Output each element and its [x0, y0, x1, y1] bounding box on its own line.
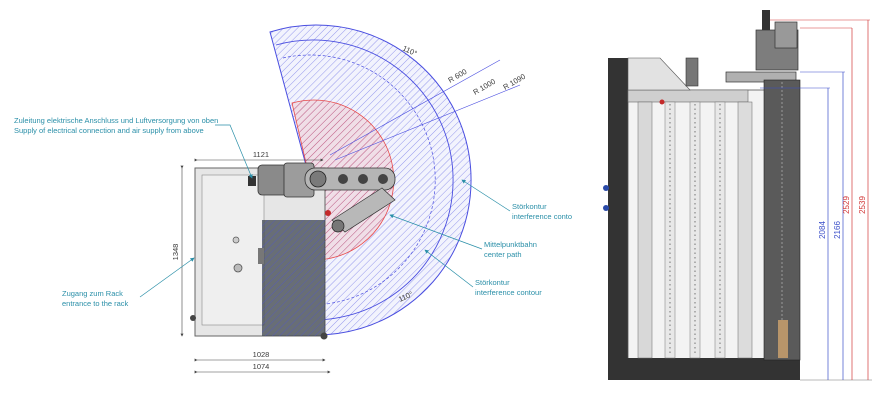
annotation-interference-1-en: interference conto [512, 212, 572, 221]
rack-columns [637, 101, 753, 359]
dim-label-h3: 2529 [842, 196, 851, 214]
radius-label-r600: R 600 [447, 67, 469, 85]
dim-h4: 2539 [858, 20, 869, 380]
connector-block [258, 248, 264, 264]
side-button-icon [603, 185, 609, 191]
side-robot [685, 10, 801, 361]
annotation-interference-2-en: interference contour [475, 288, 542, 297]
radius-label-r1000: R 1000 [472, 77, 497, 97]
annotation-supply-de: Zuleitung elektrische Anschluss und Luft… [14, 116, 218, 125]
dim-width-bottom-1: 1028 [194, 350, 326, 362]
fitting-icon [232, 236, 240, 244]
annotation-center-path-de: Mittelpunktbahn [484, 240, 537, 249]
annotation-interference-2-de: Störkontur [475, 278, 510, 287]
foot-icon [320, 332, 328, 340]
arc-r1000 [275, 39, 454, 321]
cabinet-base [608, 358, 800, 380]
annotation-center-path-en: center path [484, 250, 522, 259]
dim-label-h2: 2166 [833, 221, 842, 239]
cabinet-roof [627, 57, 691, 91]
dim-label-h4: 2539 [858, 196, 867, 214]
annotation-center-path: Mittelpunktbahn center path [389, 214, 537, 259]
annotation-rack-en: entrance to the rack [62, 299, 129, 308]
dim-h2: 2166 [833, 72, 844, 380]
dim-height-left: 1348 [171, 165, 184, 337]
radius-label-r1090: R 1090 [502, 72, 527, 92]
dim-h3: 2529 [842, 28, 853, 380]
fitting-icon [233, 263, 243, 273]
cabinet-top [627, 89, 749, 103]
dim-label-h1: 2084 [818, 221, 827, 239]
dim-label-width-top: 1121 [253, 150, 269, 159]
annotation-rack: Zugang zum Rack entrance to the rack [62, 257, 195, 308]
machine-base-inner [201, 174, 265, 326]
dim-label-width-bottom-1: 1028 [253, 350, 270, 359]
rack-opening-hatch [262, 220, 325, 336]
red-marker-icon [659, 99, 665, 105]
annotation-interference-2: Störkontur interference contour [424, 249, 542, 297]
top-view: 1121 1348 1028 1074 110° 110° R 600 R 10… [14, 24, 572, 374]
red-marker-icon [325, 210, 331, 216]
foot-icon [190, 315, 196, 321]
dim-width-top: 1121 [194, 150, 324, 162]
connector-block [248, 176, 256, 186]
dim-label-width-bottom-2: 1074 [253, 362, 270, 371]
annotation-interference-1-de: Störkontur [512, 202, 547, 211]
cabinet-left-panel [608, 58, 628, 380]
annotation-supply-en: Supply of electrical connection and air … [14, 126, 204, 135]
annotation-rack-de: Zugang zum Rack [62, 289, 123, 298]
side-view: 2084 2166 2529 2539 [603, 10, 872, 381]
annotation-supply: Zuleitung elektrische Anschluss und Luft… [14, 116, 253, 179]
annotation-interference-1: Störkontur interference conto [461, 179, 572, 221]
dim-width-bottom-2: 1074 [194, 362, 331, 374]
side-button-icon [603, 205, 609, 211]
robot-arm [257, 162, 396, 233]
dim-h1: 2084 [818, 88, 829, 380]
dim-label-height-left: 1348 [171, 244, 180, 261]
